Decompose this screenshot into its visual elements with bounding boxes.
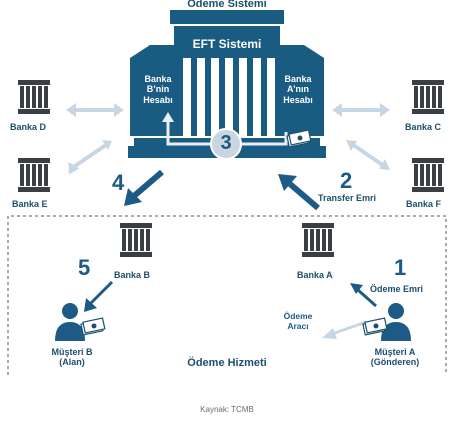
bank-a-label: Banka A bbox=[297, 270, 333, 280]
bank-c-label: Banka C bbox=[405, 122, 442, 132]
payment-service-frame bbox=[7, 215, 447, 375]
step-3: 3 bbox=[220, 132, 232, 154]
bank-b-icon bbox=[120, 223, 152, 257]
step-1: 1 bbox=[394, 255, 407, 280]
step-arrows bbox=[84, 169, 377, 339]
step-5: 5 bbox=[78, 255, 91, 280]
bank-d-label: Banka D bbox=[10, 122, 47, 132]
bank-f-label: Banka F bbox=[406, 199, 442, 209]
step-2: 2 bbox=[340, 168, 353, 193]
diagram-title: Ödeme Sistemi bbox=[187, 0, 267, 10]
source-caption: Kaynak: TCMB bbox=[200, 405, 254, 414]
bank-b-label: Banka B bbox=[114, 270, 151, 280]
bank-a-icon bbox=[302, 223, 334, 257]
interbank-arrows bbox=[66, 103, 390, 175]
bank-c-icon bbox=[412, 80, 444, 114]
customer-a-label: Müşteri A(Gönderen) bbox=[370, 347, 420, 368]
bank-d-icon bbox=[18, 80, 50, 114]
bank-e-icon bbox=[18, 158, 50, 192]
bank-e-label: Banka E bbox=[12, 199, 48, 209]
transfer-order-label: Transfer Emri bbox=[318, 193, 377, 203]
eft-system-label: EFT Sistemi bbox=[192, 37, 262, 51]
eft-building bbox=[128, 10, 326, 160]
customer-a-icon bbox=[362, 303, 411, 341]
payment-service-label: Ödeme Hizmeti bbox=[187, 357, 267, 369]
step-4: 4 bbox=[112, 170, 125, 195]
customer-b-icon bbox=[55, 303, 106, 341]
customer-b-label: Müşteri B(Alan) bbox=[51, 347, 93, 368]
payment-order-label: Ödeme Emri bbox=[370, 284, 424, 294]
bank-f-icon bbox=[412, 158, 444, 192]
